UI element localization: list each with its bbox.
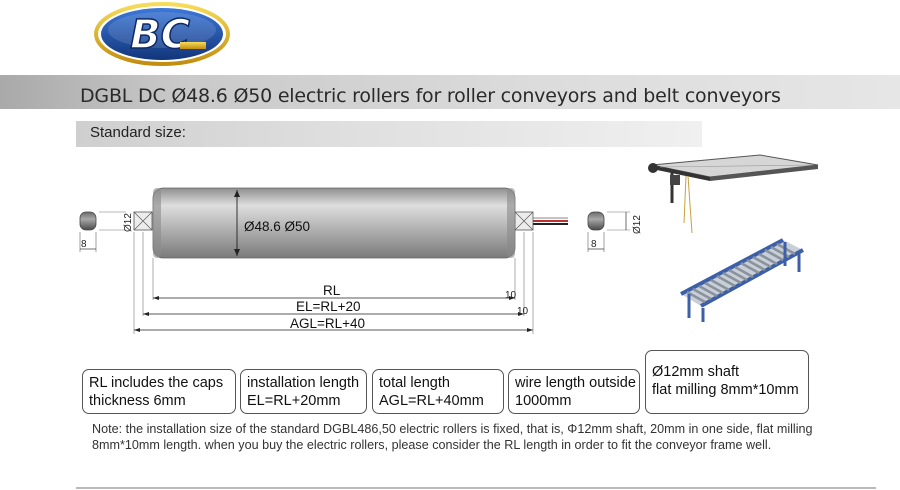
spec-box-agl: total length AGL=RL+40mm bbox=[372, 369, 504, 414]
phi12-right: Ø12 bbox=[632, 215, 643, 234]
spec-line: 1000mm bbox=[515, 393, 572, 409]
spec-box-wire: wire length outside 1000mm bbox=[508, 369, 640, 414]
page-title: DGBL DC Ø48.6 Ø50 electric rollers for r… bbox=[80, 85, 781, 107]
dim-8-left: 8 bbox=[81, 239, 87, 250]
spec-line: total length bbox=[379, 375, 450, 391]
spec-box-shaft: Ø12mm shaft flat milling 8mm*10mm bbox=[645, 350, 809, 414]
dim-8-right: 8 bbox=[591, 239, 597, 250]
spec-line: AGL=RL+40mm bbox=[379, 393, 484, 409]
phi12-left: Ø12 bbox=[123, 213, 134, 232]
roller-body bbox=[133, 187, 568, 259]
spec-line: installation length bbox=[247, 375, 360, 391]
rl-label: RL bbox=[323, 283, 341, 298]
left-shaft-detail: 8 Ø12 bbox=[79, 211, 134, 252]
agl-label: AGL=RL+40 bbox=[290, 316, 365, 331]
bottom-divider bbox=[76, 487, 876, 489]
belt-conveyor-image bbox=[648, 154, 819, 234]
bc-logo: BC bbox=[94, 2, 230, 66]
section-label: Standard size: bbox=[90, 124, 186, 141]
spec-box-rl: RL includes the caps thickness 6mm bbox=[82, 369, 236, 414]
note-text: Note: the installation size of the stand… bbox=[92, 422, 813, 452]
spec-line: RL includes the caps bbox=[89, 375, 224, 391]
svg-text:BC: BC bbox=[130, 12, 190, 58]
roller-dimension-drawing: 8 Ø12 Ø48.6 Ø50 RL 10 EL=RL+20 10 bbox=[79, 187, 643, 334]
spec-box-el: installation length EL=RL+20mm bbox=[240, 369, 367, 414]
right-shaft-detail: 8 Ø12 bbox=[587, 211, 643, 252]
diameter-label: Ø48.6 Ø50 bbox=[244, 219, 310, 234]
el-label: EL=RL+20 bbox=[296, 299, 361, 314]
spec-line: wire length outside bbox=[515, 375, 636, 391]
dim-10-a: 10 bbox=[505, 290, 517, 301]
title-band bbox=[0, 75, 900, 109]
spec-line: EL=RL+20mm bbox=[247, 393, 341, 409]
spec-line: thickness 6mm bbox=[89, 393, 186, 409]
dim-10-b: 10 bbox=[517, 306, 529, 317]
spec-line: Ø12mm shaft bbox=[652, 364, 740, 380]
section-band bbox=[76, 121, 702, 147]
roller-conveyor-image bbox=[680, 238, 804, 322]
spec-line: flat milling 8mm*10mm bbox=[652, 382, 799, 398]
